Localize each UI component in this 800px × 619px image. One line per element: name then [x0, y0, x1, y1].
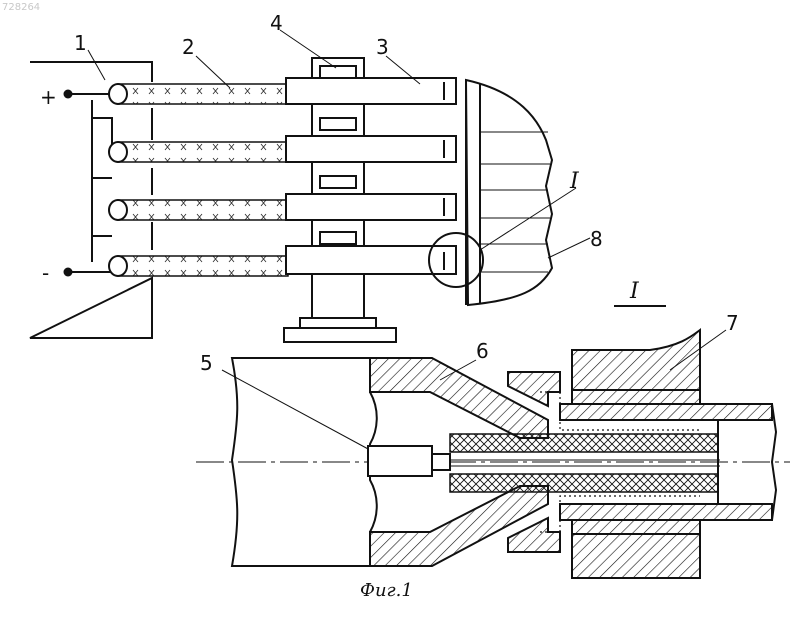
label-detail-marker: I	[569, 169, 580, 194]
label-holder: 4	[270, 11, 283, 35]
label-detail-electrode: 5	[200, 351, 213, 375]
watermark-text: 728264	[2, 2, 40, 13]
label-electrode: 3	[376, 35, 389, 59]
label-workpiece: 8	[590, 227, 603, 251]
electrode-3	[286, 194, 456, 220]
label-detail-workpiece: 7	[726, 311, 739, 335]
cable-4	[109, 256, 288, 276]
cable-3	[109, 200, 288, 220]
figure-caption: Фиг.1	[360, 580, 413, 601]
electrode-2	[286, 136, 456, 162]
detail-section	[196, 330, 790, 578]
cables	[109, 84, 288, 276]
label-power-source: 1	[74, 31, 87, 55]
workpiece	[466, 80, 552, 305]
label-detail-title: I	[629, 279, 640, 304]
label-nozzle: 6	[476, 339, 489, 363]
label-minus: -	[42, 261, 49, 285]
electrode-1	[286, 78, 456, 104]
label-cable: 2	[182, 35, 195, 59]
cable-2	[109, 142, 288, 162]
cable-1	[109, 84, 288, 104]
label-plus: +	[40, 85, 57, 109]
